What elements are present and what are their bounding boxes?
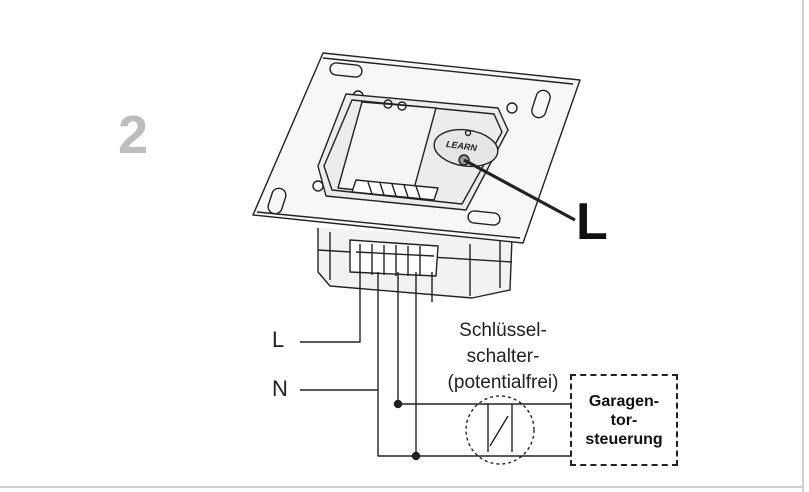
junction-2 [411, 451, 421, 461]
switch-caption-line-2: schalter- [466, 346, 540, 367]
switch-caption-line-3: (potentialfrei) [447, 372, 559, 393]
key-switch-symbol [465, 395, 535, 465]
learn-led [464, 129, 472, 137]
line-label: L [272, 327, 285, 352]
gate-control-line-2: tor- [610, 411, 638, 429]
mount-slot-top-right [531, 89, 551, 119]
switch-caption: Schlüssel- schalter- (potentialfrei) [428, 318, 578, 396]
vent-slots [351, 179, 439, 201]
callout-leader [463, 158, 576, 222]
learn-button-callout: L [576, 193, 608, 251]
wires [300, 272, 572, 461]
wire-l [300, 272, 361, 343]
gate-control-line-1: Garagen- [588, 392, 660, 410]
frame-edge-right [802, 0, 804, 492]
junction-1 [393, 399, 403, 409]
gate-control-box: Garagen- tor- steuerung [570, 374, 678, 466]
led-2 [397, 101, 407, 111]
neutral-label: N [272, 376, 288, 401]
mount-slot-bottom-left [267, 187, 287, 215]
frame-edge-bottom [0, 486, 804, 488]
switch-caption-line-1: Schlüssel- [459, 320, 547, 341]
device-insert [317, 93, 509, 211]
screw-top-right [506, 102, 518, 114]
terminal-block [349, 239, 439, 277]
led-1 [383, 99, 393, 109]
step-number: 2 [118, 105, 149, 165]
gate-control-line-3: steuerung [585, 430, 663, 448]
mount-slot-bottom-right [467, 210, 501, 226]
mount-slot-top-left [329, 62, 363, 78]
wire-n-return [377, 390, 416, 457]
